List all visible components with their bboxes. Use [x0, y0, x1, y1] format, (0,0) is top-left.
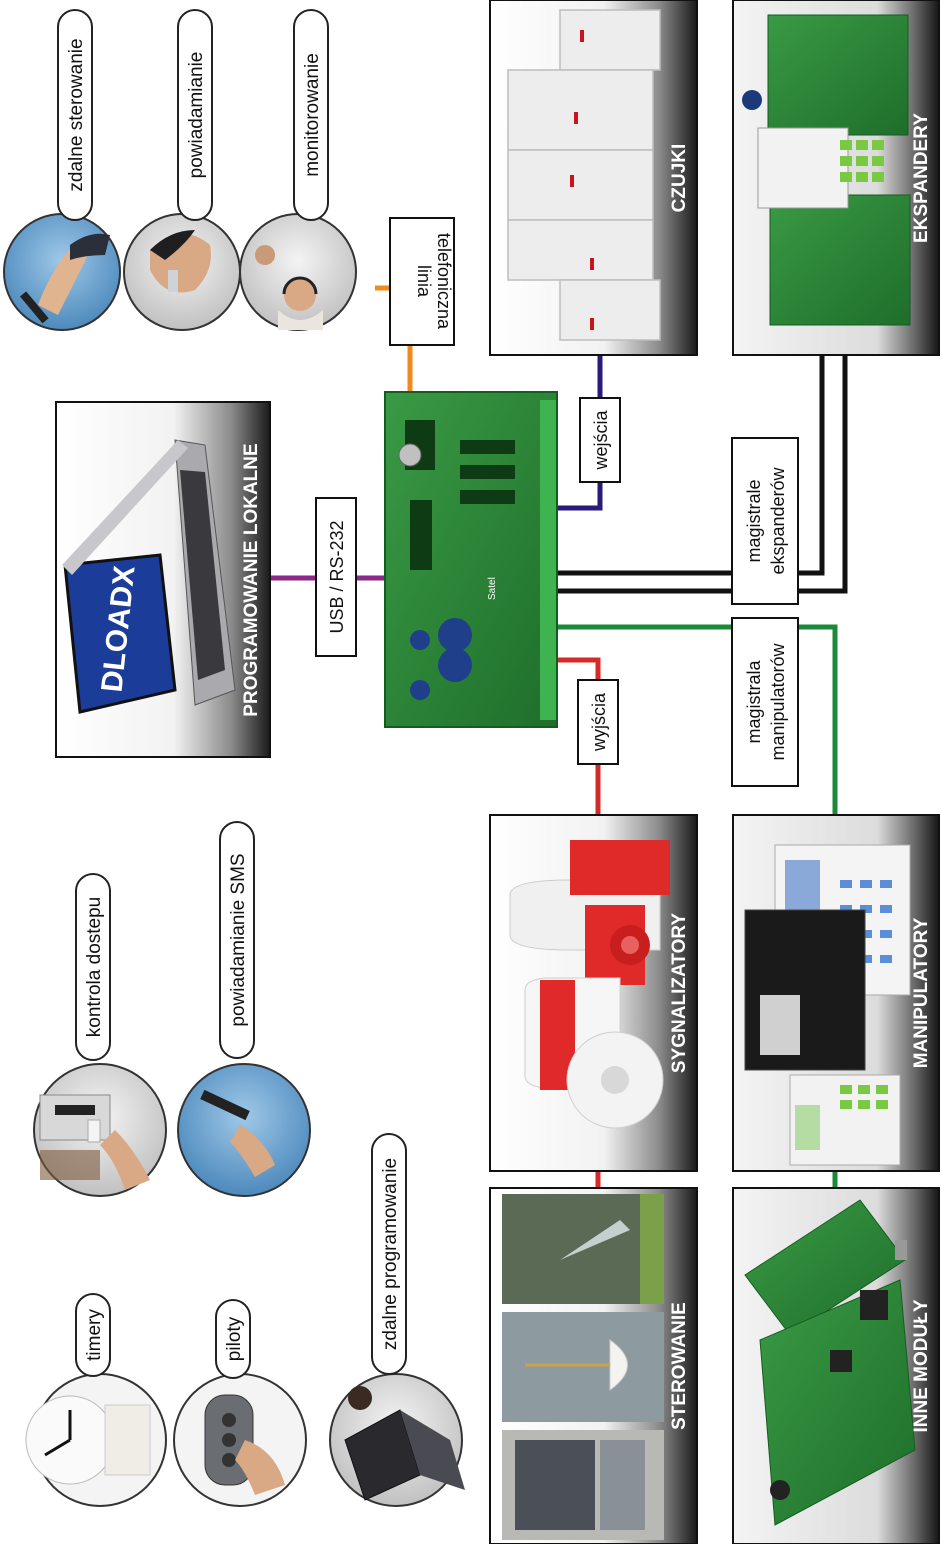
svg-text:wyjścia: wyjścia	[589, 692, 609, 752]
clock-calendar-icon	[25, 1395, 151, 1485]
feature-access-control-label: kontrola dostepu	[84, 897, 105, 1038]
sirens-box: SYGNALIZATORY	[489, 814, 698, 1172]
feature-remote-control-label: zdalne sterowanie	[66, 38, 87, 191]
other-modules-label: INNE MODUŁY	[911, 1299, 932, 1432]
window-shutter-icon	[502, 1430, 664, 1540]
svg-text:linia: linia	[414, 265, 434, 298]
mobile-phone-icon	[200, 1089, 275, 1177]
expander-bus-line-2	[555, 355, 848, 594]
module-board-icon	[744, 1199, 916, 1526]
expander-bus-line-1	[555, 355, 825, 576]
feature-sms-notification-label: powiadamianie SMS	[228, 853, 249, 1026]
keypad-icon	[744, 844, 911, 1166]
feature-remote-control: zdalne sterowanie	[3, 9, 121, 331]
feature-access-control: kontrola dostepu	[33, 873, 167, 1197]
feature-remotes-label: piloty	[224, 1316, 245, 1361]
control-label: STEROWANIE	[669, 1302, 690, 1430]
keypads-box: MANIPULATORY	[732, 814, 940, 1172]
garden-sprinkler-icon	[502, 1194, 664, 1304]
feature-timers-label: timery	[84, 1309, 105, 1361]
feature-sms-notification: powiadamianie SMS	[177, 821, 311, 1197]
feature-remote-programming: zdalne programowanie	[329, 1133, 465, 1507]
svg-text:wejścia: wejścia	[591, 410, 611, 471]
hand-remote-icon	[20, 233, 110, 324]
detectors-label: CZUJKI	[669, 144, 690, 213]
detectors-box: CZUJKI	[489, 0, 698, 356]
laptop-icon: DLOADX	[62, 439, 236, 714]
svg-text:manipulatorów: manipulatorów	[768, 642, 788, 760]
keypads-label: MANIPULATORY	[911, 917, 932, 1068]
control-box: STEROWANIE	[489, 1187, 698, 1544]
sirens-label: SYGNALIZATORY	[669, 913, 690, 1073]
inputs-label: wejścia	[579, 397, 621, 483]
programming-box: DLOADX PROGRAMOWANIE LOKALNE	[55, 401, 271, 758]
svg-text:telefoniczna: telefoniczna	[434, 233, 454, 330]
svg-text:ekspanderów: ekspanderów	[768, 466, 788, 574]
feature-timers: timery	[25, 1293, 167, 1507]
feature-remotes: piloty	[173, 1299, 307, 1507]
feature-notification: powiadamianie	[123, 9, 241, 331]
phone-call-icon	[150, 230, 211, 293]
expanders-label: EKSPANDERY	[911, 113, 932, 243]
svg-text:USB / RS-232: USB / RS-232	[327, 520, 347, 633]
headset-operators-icon	[255, 245, 323, 330]
feature-monitoring: monitorowanie	[239, 9, 357, 331]
siren-icon	[509, 840, 670, 1129]
svg-text:magistrala: magistrala	[744, 659, 764, 743]
expanders-box: EKSPANDERY	[732, 0, 940, 356]
card-reader-icon	[39, 1094, 150, 1190]
svg-text:magistrale: magistrale	[744, 479, 764, 562]
lamp-icon	[502, 1312, 664, 1422]
laptop-remote-icon	[344, 1386, 465, 1501]
programming-label: PROGRAMOWANIE LOKALNE	[241, 443, 262, 716]
feature-notification-label: powiadamianie	[186, 52, 207, 179]
feature-remote-programming-label: zdalne programowanie	[380, 1158, 401, 1350]
control-panel-board: Satel	[384, 391, 558, 728]
board-brand: Satel	[487, 577, 498, 600]
telephone-line-label: linia telefoniczna	[389, 217, 455, 346]
feature-monitoring-label: monitorowanie	[302, 53, 323, 177]
outputs-label: wyjścia	[577, 679, 619, 765]
usb-label: USB / RS-232	[315, 497, 357, 657]
expander-bus-label: magistrale ekspanderów	[731, 437, 799, 605]
keypad-bus-label: magistrala manipulatorów	[731, 617, 799, 787]
other-modules-box: INNE MODUŁY	[732, 1187, 940, 1544]
key-fob-icon	[204, 1394, 285, 1495]
